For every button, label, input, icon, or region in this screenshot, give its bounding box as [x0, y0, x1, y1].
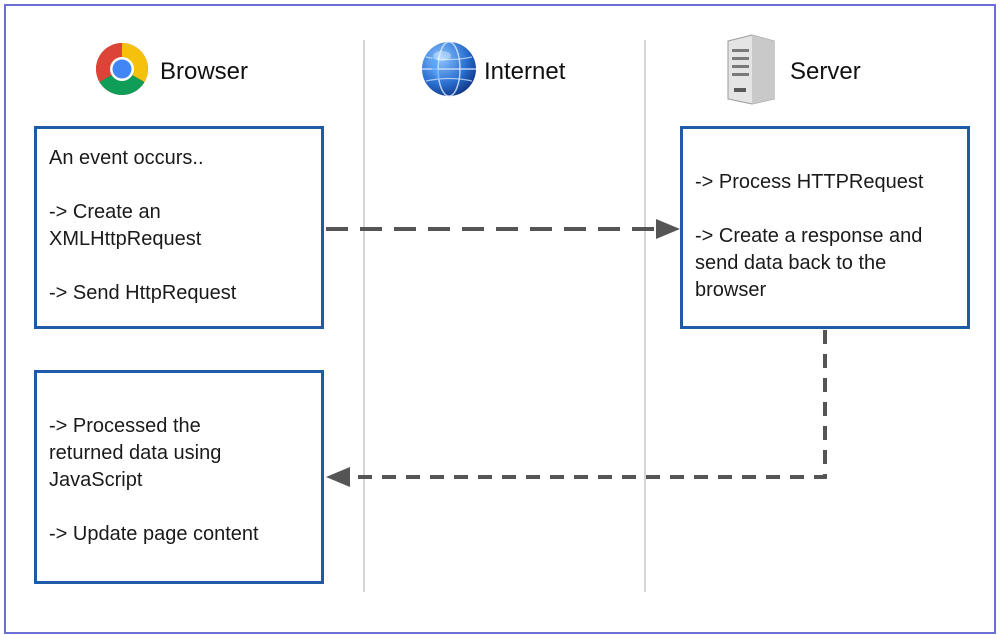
box-line: -> Send HttpRequest: [49, 282, 237, 304]
box-line: -> Create a response and: [695, 225, 923, 247]
globe-icon: [420, 40, 478, 105]
server-tower-icon: [722, 33, 778, 112]
box-line: XMLHttpRequest: [49, 228, 202, 250]
box-line: -> Update page content: [49, 523, 259, 545]
lane-divider-browser-internet: [363, 40, 365, 592]
browser-response-box: -> Processed the returned data using Jav…: [34, 370, 324, 584]
server-process-box: -> Process HTTPRequest -> Create a respo…: [680, 126, 970, 329]
request-arrowhead: [656, 219, 680, 239]
response-arrow-line: [350, 330, 827, 479]
lane-header-internet: Internet: [420, 40, 565, 104]
box-line: -> Create an: [49, 201, 161, 223]
box-line: returned data using: [49, 442, 222, 464]
response-arrowhead: [326, 467, 350, 487]
lane-label-server: Server: [790, 58, 861, 85]
lane-header-server: Server: [722, 33, 861, 105]
box-line: An event occurs..: [49, 147, 204, 169]
lane-header-browser: Browser: [94, 40, 248, 104]
chrome-browser-icon: [94, 41, 150, 104]
box-line: browser: [695, 279, 767, 301]
box-line: JavaScript: [49, 469, 143, 491]
box-line: -> Processed the: [49, 415, 201, 437]
lane-label-internet: Internet: [484, 58, 566, 85]
box-line: send data back to the: [695, 252, 887, 274]
browser-request-box: An event occurs.. -> Create an XMLHttpRe…: [34, 126, 324, 329]
lane-label-browser: Browser: [160, 58, 249, 85]
lane-divider-internet-server: [644, 40, 646, 592]
box-line: -> Process HTTPRequest: [695, 171, 924, 193]
